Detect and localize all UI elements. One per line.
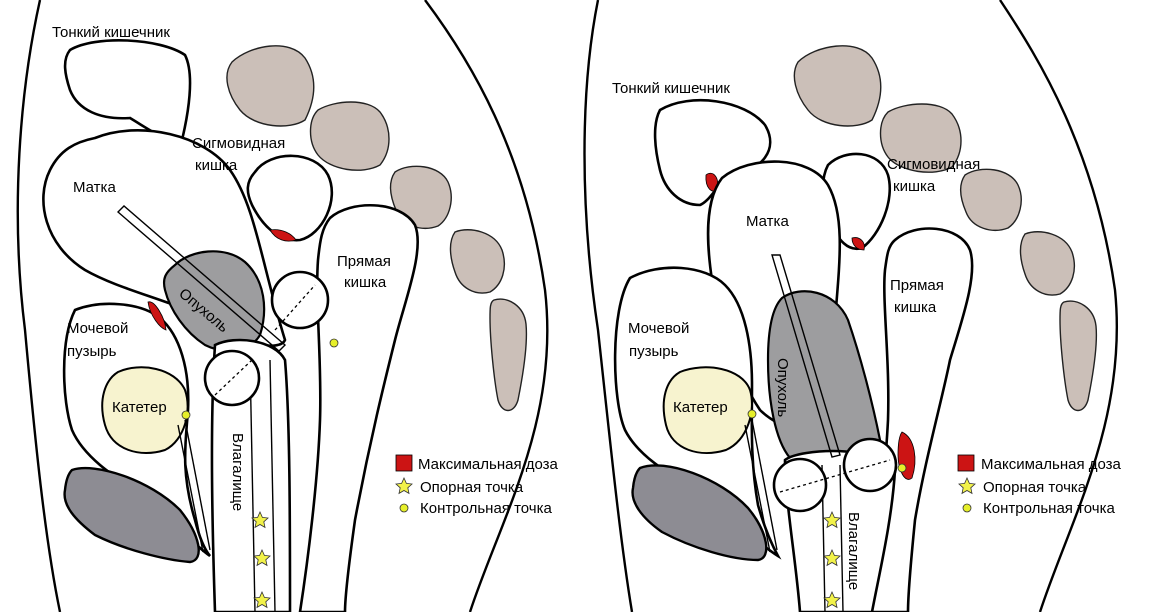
left-label-bladder-2: пузырь bbox=[67, 343, 117, 360]
right-panel: Тонкий кишечник Сигмовидная кишка Матка … bbox=[585, 0, 1117, 612]
right-legend: Максимальная доза Опорная точка Контроль… bbox=[958, 455, 1122, 517]
left-sigmoid bbox=[248, 156, 332, 240]
left-ovoid-upper bbox=[272, 272, 328, 328]
right-label-bladder-2: пузырь bbox=[629, 343, 679, 360]
right-label-sigmoid-1: Сигмовидная bbox=[887, 156, 980, 173]
right-legend-max-dose-swatch bbox=[958, 455, 974, 471]
right-ovoid-left bbox=[774, 459, 826, 511]
left-label-catheter: Катетер bbox=[112, 399, 167, 416]
left-label-sigmoid-2: кишка bbox=[195, 157, 238, 174]
right-label-small-bowel: Тонкий кишечник bbox=[612, 80, 730, 97]
left-ovoid-lower bbox=[205, 351, 259, 405]
right-legend-reference-label: Опорная точка bbox=[983, 479, 1087, 496]
left-small-bowel bbox=[65, 40, 190, 142]
right-body-outline-right bbox=[1000, 0, 1117, 612]
right-label-bladder-1: Мочевой bbox=[628, 320, 689, 337]
right-legend-max-dose-label: Максимальная доза bbox=[981, 456, 1122, 473]
left-legend: Максимальная доза Опорная точка Контроль… bbox=[396, 455, 559, 517]
right-label-vagina: Влагалище bbox=[845, 512, 862, 590]
left-control-point-bladder bbox=[182, 411, 190, 419]
left-label-uterus: Матка bbox=[73, 179, 116, 196]
right-label-tumor: Опухоль bbox=[774, 358, 791, 417]
right-ovoid-right bbox=[844, 439, 896, 491]
left-legend-star-icon bbox=[396, 478, 412, 493]
right-legend-dot-icon bbox=[963, 504, 971, 512]
right-label-catheter: Катетер bbox=[673, 399, 728, 416]
left-control-point-rectum bbox=[330, 339, 338, 347]
left-legend-max-dose-label: Максимальная доза bbox=[418, 456, 559, 473]
left-label-small-bowel: Тонкий кишечник bbox=[52, 24, 170, 41]
left-body-outline bbox=[18, 0, 60, 612]
right-label-rectum-2: кишка bbox=[894, 299, 937, 316]
right-legend-control-label: Контрольная точка bbox=[983, 500, 1115, 517]
left-label-rectum-2: кишка bbox=[344, 274, 387, 291]
left-legend-control-label: Контрольная точка bbox=[420, 500, 552, 517]
right-label-rectum-1: Прямая bbox=[890, 277, 944, 294]
left-legend-max-dose-swatch bbox=[396, 455, 412, 471]
right-control-point-rectum bbox=[898, 464, 906, 472]
right-label-sigmoid-2: кишка bbox=[893, 178, 936, 195]
left-label-rectum-1: Прямая bbox=[337, 253, 391, 270]
right-control-point-bladder bbox=[748, 410, 756, 418]
left-label-sigmoid-1: Сигмовидная bbox=[192, 135, 285, 152]
left-body-outline-right bbox=[425, 0, 547, 612]
left-legend-reference-label: Опорная точка bbox=[420, 479, 524, 496]
left-label-bladder-1: Мочевой bbox=[67, 320, 128, 337]
left-panel: Тонкий кишечник Сигмовидная кишка Матка … bbox=[18, 0, 548, 612]
left-legend-dot-icon bbox=[400, 504, 408, 512]
right-label-uterus: Матка bbox=[746, 213, 789, 230]
left-label-vagina: Влагалище bbox=[229, 433, 246, 511]
right-legend-star-icon bbox=[959, 478, 975, 493]
